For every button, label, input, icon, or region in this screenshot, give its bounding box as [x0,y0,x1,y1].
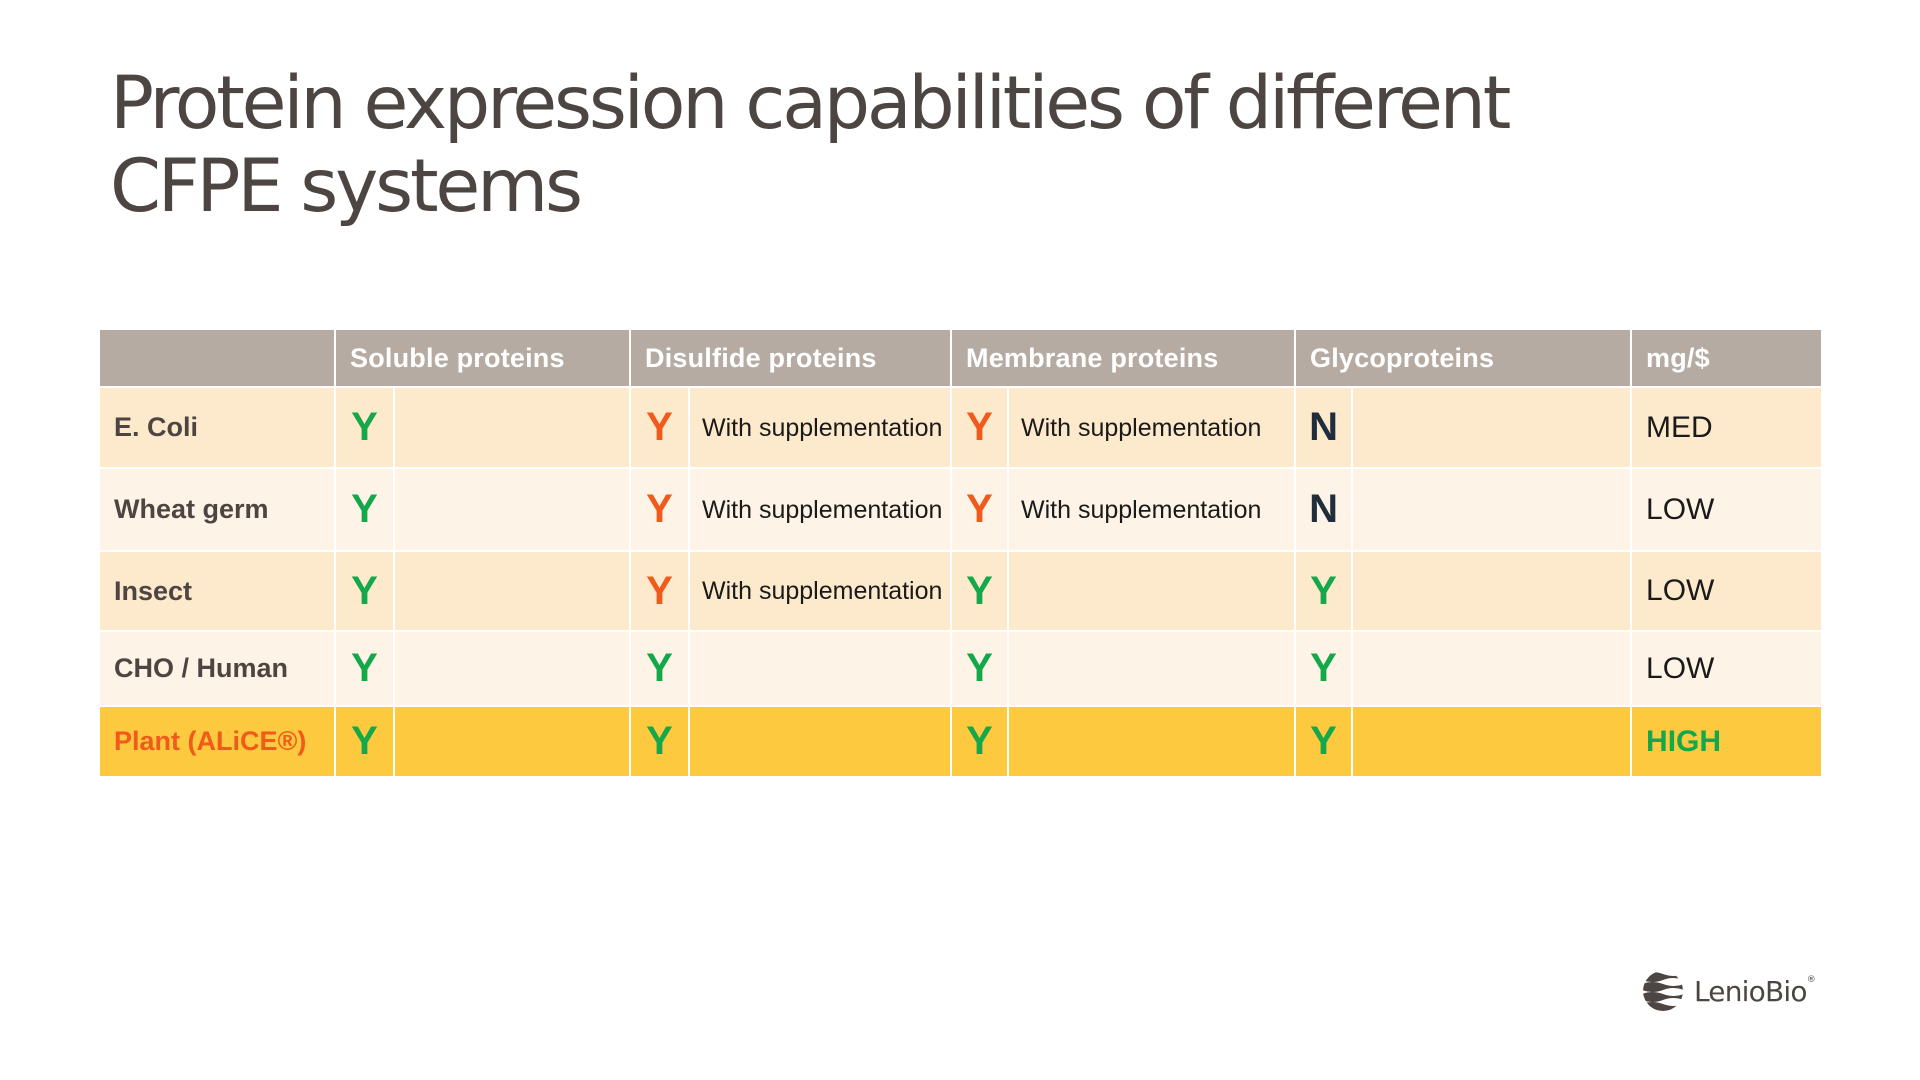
title-line-1: Protein expression capabilities of diffe… [110,61,1511,146]
glyco-note [1351,630,1633,707]
row-label: E. Coli [98,386,336,469]
disulfide-note: With supplementation [688,386,952,469]
disulfide-mark: Y [629,550,690,632]
glyco-mark: Y [1294,705,1354,778]
disulfide-note: With supplementation [688,550,952,632]
header-empty [98,328,336,388]
glyco-mark: N [1294,386,1354,469]
row-label: Wheat germ [98,467,336,552]
disulfide-note [688,705,952,778]
title-line-2: CFPE systems [110,144,583,229]
membrane-mark: Y [950,550,1009,632]
row-label: Insect [98,550,336,632]
header-cost: mg/$ [1630,328,1824,388]
glyco-note [1351,467,1633,552]
table-row-wheat-germ: Wheat germ Y Y With supplementation Y Wi… [98,467,1824,552]
soluble-note [393,386,631,469]
soluble-mark: Y [334,630,395,707]
soluble-note [393,467,631,552]
header-soluble: Soluble proteins [334,328,631,388]
disulfide-mark: Y [629,467,690,552]
header-glyco: Glycoproteins [1294,328,1633,388]
disulfide-mark: Y [629,630,690,707]
disulfide-note: With supplementation [688,467,952,552]
soluble-mark: Y [334,705,395,778]
logo-text: LenioBio® [1694,974,1816,1008]
cost-value: HIGH [1630,705,1824,778]
glyco-note [1351,705,1633,778]
soluble-mark: Y [334,550,395,632]
table-row-cho-human: CHO / Human Y Y Y Y LOW [98,630,1824,707]
soluble-mark: Y [334,467,395,552]
leniobio-logo: LenioBio® [1642,970,1816,1012]
row-label: CHO / Human [98,630,336,707]
glyco-mark: N [1294,467,1354,552]
header-membrane: Membrane proteins [949,328,1297,388]
glyco-note [1351,550,1633,632]
cost-value: LOW [1630,467,1824,552]
table-row-plant-alice: Plant (ALiCE®) Y Y Y Y HIGH [98,705,1824,778]
soluble-mark: Y [334,386,395,469]
page-title: Protein expression capabilities of diffe… [110,62,1710,228]
row-label: Plant (ALiCE®) [98,705,336,778]
membrane-note [1006,550,1297,632]
membrane-mark: Y [950,630,1009,707]
table-row-ecoli: E. Coli Y Y With supplementation Y With … [98,386,1824,469]
cost-value: LOW [1630,550,1824,632]
membrane-note [1006,630,1297,707]
cost-value: LOW [1630,630,1824,707]
membrane-note: With supplementation [1006,386,1297,469]
membrane-note [1006,705,1297,778]
disulfide-note [688,630,952,707]
membrane-note: With supplementation [1006,467,1297,552]
glyco-note [1351,386,1633,469]
capabilities-table: Soluble proteins Disulfide proteins Memb… [98,328,1824,778]
disulfide-mark: Y [629,386,690,469]
cost-value: MED [1630,386,1824,469]
striped-globe-icon [1643,972,1683,1011]
soluble-note [393,705,631,778]
table-row-insect: Insect Y Y With supplementation Y Y LOW [98,550,1824,632]
glyco-mark: Y [1294,630,1354,707]
disulfide-mark: Y [629,705,690,778]
table-header-row: Soluble proteins Disulfide proteins Memb… [98,328,1824,388]
membrane-mark: Y [950,386,1009,469]
soluble-note [393,550,631,632]
soluble-note [393,630,631,707]
membrane-mark: Y [950,705,1009,778]
glyco-mark: Y [1294,550,1354,632]
membrane-mark: Y [950,467,1009,552]
header-disulfide: Disulfide proteins [629,328,952,388]
